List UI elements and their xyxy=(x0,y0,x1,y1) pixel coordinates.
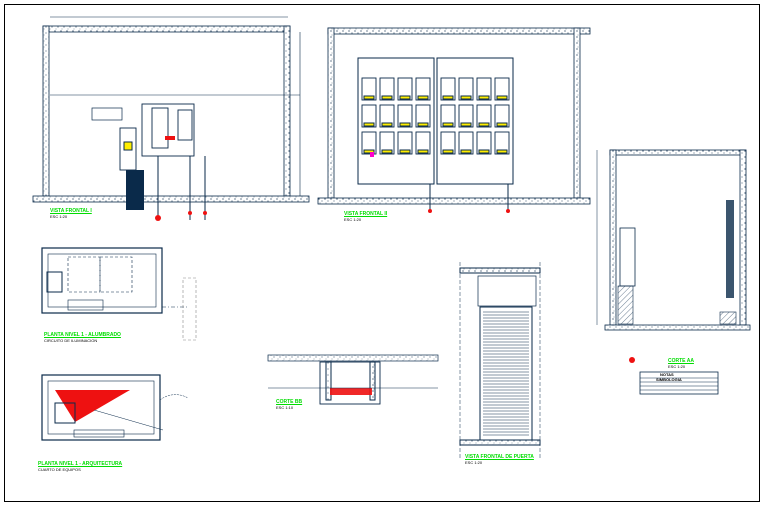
breaker-cell xyxy=(440,77,456,101)
breaker-cell xyxy=(476,104,492,128)
breaker-cell xyxy=(476,131,492,155)
breaker-cell xyxy=(361,104,377,128)
breaker-cell xyxy=(476,77,492,101)
breaker-cell xyxy=(458,131,474,155)
view-title: CORTE AA xyxy=(668,358,694,364)
detail-bb xyxy=(267,354,439,405)
breaker-indicator xyxy=(442,95,454,100)
breaker-indicator xyxy=(442,122,454,127)
breaker-cell xyxy=(458,77,474,101)
breaker-indicator xyxy=(399,149,411,154)
breaker-indicator xyxy=(496,122,508,127)
breaker-cell xyxy=(415,77,431,101)
breaker-cell xyxy=(458,104,474,128)
breaker-indicator xyxy=(478,122,490,127)
breaker-cell xyxy=(379,131,395,155)
breaker-indicator xyxy=(478,95,490,100)
breaker-indicator xyxy=(496,149,508,154)
breaker-indicator xyxy=(460,95,472,100)
view-scale: ESC 1:10 xyxy=(276,405,294,410)
breaker-indicator xyxy=(460,149,472,154)
elevation-2 xyxy=(317,27,591,213)
breaker-cell xyxy=(397,77,413,101)
breaker-cell xyxy=(494,104,510,128)
breaker-indicator xyxy=(460,122,472,127)
breaker-indicator xyxy=(399,95,411,100)
plan-level-1-lighting xyxy=(41,247,197,341)
breaker-indicator xyxy=(381,95,393,100)
plan-level-1-architecture xyxy=(41,374,189,441)
breaker-indicator xyxy=(442,149,454,154)
breaker-indicator xyxy=(381,149,393,154)
view-title: PLANTA NIVEL 1 - ARQUITECTURA xyxy=(38,461,123,467)
breaker-cell xyxy=(440,131,456,155)
breaker-indicator xyxy=(381,122,393,127)
section-aa xyxy=(596,149,751,395)
breaker-indicator xyxy=(478,149,490,154)
breaker-indicator xyxy=(417,149,429,154)
view-scale: ESC 1:20 xyxy=(465,460,483,465)
breaker-cell xyxy=(397,104,413,128)
breaker-indicator xyxy=(363,149,375,154)
breaker-cell xyxy=(361,77,377,101)
breaker-cell xyxy=(397,131,413,155)
breaker-cell xyxy=(415,104,431,128)
view-scale: ESC 1:20 xyxy=(668,364,686,369)
view-subtitle: CUARTO DE EQUIPOS xyxy=(38,467,81,472)
legend-title: NOTAS xyxy=(660,372,674,377)
breaker-indicator xyxy=(363,122,375,127)
view-scale: ESC 1:20 xyxy=(344,217,362,222)
breaker-cell xyxy=(440,104,456,128)
view-subtitle: CIRCUITO DE ILUMINACION xyxy=(44,338,98,343)
door-elevation xyxy=(459,262,541,460)
drawing-sheet xyxy=(4,4,760,502)
view-title: CORTE BB xyxy=(276,399,303,405)
breaker-indicator xyxy=(417,122,429,127)
breaker-cell xyxy=(361,131,377,155)
legend-header: SIMBOLOGIA xyxy=(656,377,682,382)
view-scale: ESC 1:20 xyxy=(50,214,68,219)
elevation-1 xyxy=(32,16,310,221)
view-title: VISTA FRONTAL DE PUERTA xyxy=(465,454,534,460)
breaker-cell xyxy=(494,77,510,101)
breaker-cell xyxy=(415,131,431,155)
breaker-cell xyxy=(379,77,395,101)
breaker-indicator xyxy=(417,95,429,100)
view-title: VISTA FRONTAL I xyxy=(50,208,92,214)
breaker-cell xyxy=(379,104,395,128)
view-title: PLANTA NIVEL 1 - ALUMBRADO xyxy=(44,332,121,338)
breaker-indicator xyxy=(496,95,508,100)
view-title: VISTA FRONTAL II xyxy=(344,211,388,217)
breaker-indicator xyxy=(399,122,411,127)
breaker-cell xyxy=(494,131,510,155)
breaker-indicator xyxy=(363,95,375,100)
